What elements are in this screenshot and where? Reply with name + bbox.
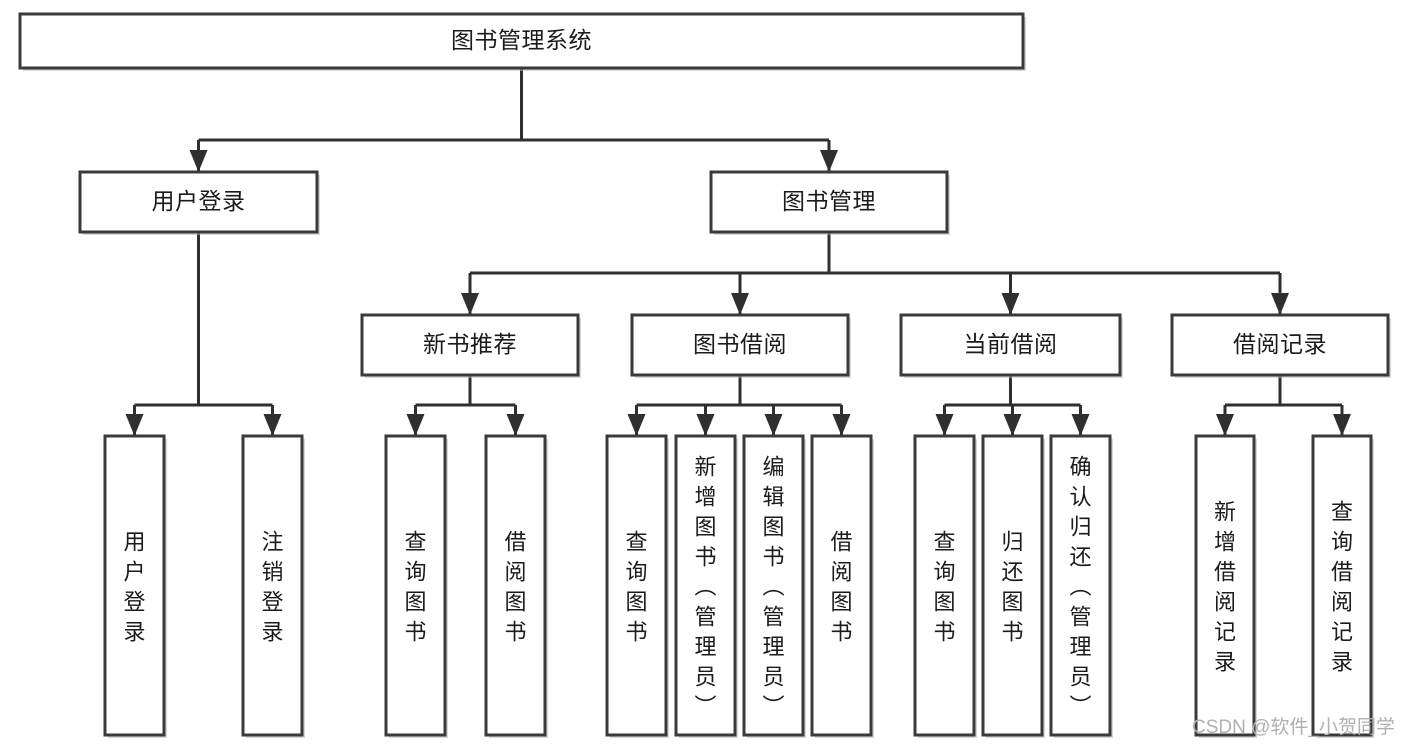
edge-book-manage-drop-1-arrowhead [731, 293, 749, 315]
node-leaf-edit-book-admin[interactable]: 编辑图书（管理员） [742, 434, 806, 738]
node-user-login-rect[interactable] [78, 170, 319, 234]
node-leaf-add-book-admin-rect[interactable] [674, 434, 737, 737]
edge-new-book-recommend-drop-0-arrowhead [406, 414, 425, 436]
node-borrow-record[interactable]: 借阅记录 [1170, 313, 1391, 378]
node-leaf-edit-book-admin-label: 编辑图书（管理员） [762, 455, 784, 720]
node-leaf-query-book-3-label: 查询图书 [933, 530, 955, 645]
node-root[interactable]: 图书管理系统 [18, 12, 1026, 71]
node-leaf-user-login-rect[interactable] [103, 434, 166, 737]
node-root-rect[interactable] [18, 12, 1025, 70]
node-root-label: 图书管理系统 [451, 27, 592, 53]
node-leaf-query-borrow-record[interactable]: 查询借阅记录 [1311, 434, 1374, 738]
node-leaf-return-book-label: 归还图书 [1001, 530, 1023, 645]
edge-book-borrow-drop-0-arrowhead [627, 414, 646, 436]
node-leaf-query-book-1[interactable]: 查询图书 [384, 434, 448, 738]
node-leaf-confirm-return-admin[interactable]: 确认归还（管理员） [1049, 434, 1113, 738]
node-book-borrow[interactable]: 图书借阅 [630, 313, 851, 378]
node-leaf-query-book-1-rect[interactable] [384, 434, 447, 737]
edge-new-book-recommend-drop-1-arrowhead [506, 414, 525, 436]
node-user-login[interactable]: 用户登录 [78, 170, 320, 235]
node-leaf-query-borrow-record-rect[interactable] [1311, 434, 1373, 737]
node-leaf-query-book-2-label: 查询图书 [625, 530, 647, 645]
node-user-login-label: 用户登录 [152, 188, 246, 214]
node-leaf-borrow-book-1-label: 借阅图书 [504, 530, 526, 645]
node-leaf-add-book-admin[interactable]: 新增图书（管理员） [674, 434, 738, 738]
edge-book-borrow-drop-2-arrowhead [764, 414, 783, 436]
edge-user-login-drop-0-arrowhead [125, 414, 144, 436]
node-current-borrow-label: 当前借阅 [964, 331, 1058, 357]
node-leaf-return-book[interactable]: 归还图书 [981, 434, 1045, 738]
edge-borrow-record-drop-0-arrowhead [1216, 414, 1234, 436]
edge-current-borrow-drop-1-arrowhead [1003, 414, 1022, 436]
edge-book-borrow-drop-3-arrowhead [832, 414, 851, 436]
node-leaf-borrow-book-2[interactable]: 借阅图书 [810, 434, 874, 738]
node-current-borrow-rect[interactable] [899, 313, 1122, 377]
node-leaf-add-borrow-record-label: 新增借阅记录 [1214, 500, 1236, 675]
node-book-borrow-label: 图书借阅 [693, 331, 787, 357]
node-book-manage[interactable]: 图书管理 [709, 170, 950, 235]
edge-current-borrow-drop-0-arrowhead [935, 414, 954, 436]
node-leaf-query-book-3-rect[interactable] [913, 434, 976, 737]
node-leaf-query-borrow-record-label: 查询借阅记录 [1331, 500, 1353, 675]
watermark-label: CSDN @软件_小贺同学 [1192, 716, 1395, 738]
node-leaf-user-login[interactable]: 用户登录 [103, 434, 167, 738]
node-book-manage-rect[interactable] [709, 170, 949, 234]
connectors-layer [125, 68, 1351, 436]
edge-book-manage-drop-2-arrowhead [1001, 293, 1020, 315]
node-book-manage-label: 图书管理 [782, 188, 876, 214]
node-leaf-confirm-return-admin-rect[interactable] [1049, 434, 1112, 737]
node-leaf-borrow-book-2-rect[interactable] [810, 434, 873, 737]
node-leaf-return-book-rect[interactable] [981, 434, 1044, 737]
node-book-borrow-rect[interactable] [630, 313, 850, 377]
node-leaf-borrow-book-1[interactable]: 借阅图书 [484, 434, 548, 738]
node-leaf-user-logout-label: 注销登录 [261, 530, 283, 645]
edge-book-manage-drop-3-arrowhead [1271, 293, 1289, 315]
nodes-layer: 图书管理系统用户登录图书管理新书推荐图书借阅当前借阅借阅记录用户登录注销登录查询… [18, 12, 1391, 738]
node-leaf-query-book-2[interactable]: 查询图书 [605, 434, 669, 738]
node-new-book-recommend[interactable]: 新书推荐 [360, 313, 581, 378]
node-leaf-add-borrow-record[interactable]: 新增借阅记录 [1194, 434, 1257, 738]
node-leaf-user-login-label: 用户登录 [123, 530, 145, 645]
edge-borrow-record-drop-1-arrowhead [1333, 414, 1351, 436]
edge-book-manage-drop-0-arrowhead [461, 293, 479, 315]
node-new-book-recommend-label: 新书推荐 [423, 331, 517, 357]
node-leaf-add-book-admin-label: 新增图书（管理员） [694, 455, 716, 720]
edge-user-login-drop-1-arrowhead [263, 414, 282, 436]
node-leaf-add-borrow-record-rect[interactable] [1194, 434, 1256, 737]
node-current-borrow[interactable]: 当前借阅 [899, 313, 1123, 378]
node-leaf-query-book-3[interactable]: 查询图书 [913, 434, 977, 738]
edge-book-borrow-drop-1-arrowhead [696, 414, 715, 436]
node-new-book-recommend-rect[interactable] [360, 313, 580, 377]
node-leaf-query-book-1-label: 查询图书 [404, 530, 426, 645]
node-leaf-confirm-return-admin-label: 确认归还（管理员） [1069, 455, 1091, 720]
edge-root-drop-1-arrowhead [820, 150, 838, 172]
node-leaf-user-logout-rect[interactable] [241, 434, 304, 737]
node-leaf-query-book-2-rect[interactable] [605, 434, 668, 737]
node-borrow-record-rect[interactable] [1170, 313, 1390, 377]
node-borrow-record-label: 借阅记录 [1233, 331, 1327, 357]
node-leaf-borrow-book-1-rect[interactable] [484, 434, 547, 737]
node-leaf-borrow-book-2-label: 借阅图书 [830, 530, 852, 645]
node-leaf-user-logout[interactable]: 注销登录 [241, 434, 305, 738]
edge-root-drop-0-arrowhead [189, 150, 208, 172]
node-leaf-edit-book-admin-rect[interactable] [742, 434, 805, 737]
edge-current-borrow-drop-2-arrowhead [1071, 414, 1090, 436]
